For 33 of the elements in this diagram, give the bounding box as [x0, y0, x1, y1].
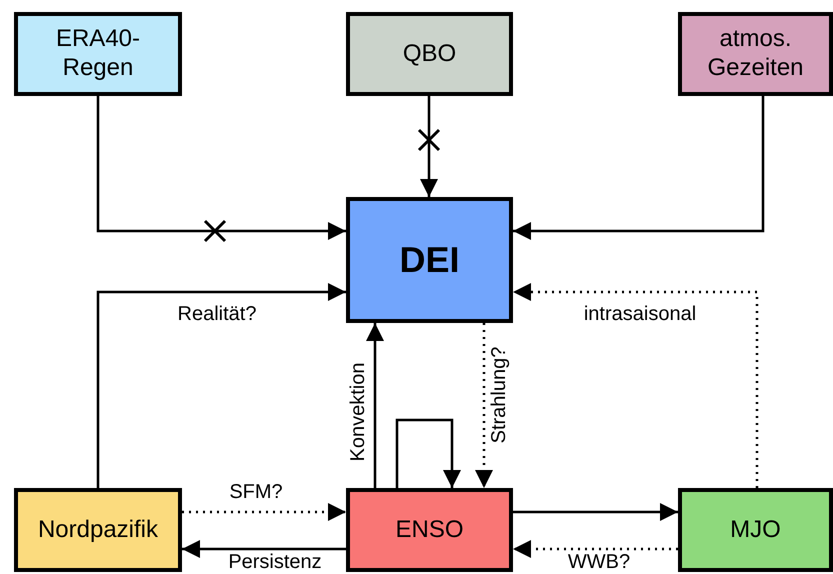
dotted-arrow	[475, 323, 493, 488]
arrow	[366, 323, 384, 488]
box-label: DEI	[398, 238, 460, 282]
box-label: MJO	[729, 516, 782, 544]
dotted-arrow	[182, 503, 346, 521]
dotted-arrow	[513, 540, 678, 558]
box-label: QBO	[402, 40, 458, 68]
arrow	[96, 283, 346, 488]
process-box	[14, 488, 182, 572]
edge-label: WWB?	[568, 552, 630, 572]
arrow	[513, 96, 764, 240]
arrow	[96, 96, 346, 240]
process-box	[678, 488, 833, 572]
edge-label: Realität?	[178, 304, 256, 324]
dotted-arrow	[513, 283, 758, 488]
box-label: ERA40- Regen	[54, 25, 142, 83]
arrow	[420, 96, 438, 197]
box-label: atmos. Gezeiten	[706, 25, 805, 83]
process-box	[346, 12, 513, 96]
process-box	[14, 12, 182, 96]
arrow	[182, 540, 346, 558]
arrow	[396, 418, 461, 488]
edge-label: Persistenz	[228, 552, 322, 572]
arrow	[513, 503, 678, 521]
process-box	[678, 12, 833, 96]
box-label: Nordpazifik	[36, 516, 160, 544]
process-box	[346, 488, 513, 572]
edge-label: Strahlung?	[489, 346, 509, 444]
edge-label: SFM?	[229, 482, 283, 502]
edge-label: Konvektion	[348, 362, 368, 462]
edge-label: intrasaisonal	[584, 304, 696, 324]
process-box	[346, 197, 513, 323]
box-label: ENSO	[394, 516, 464, 544]
